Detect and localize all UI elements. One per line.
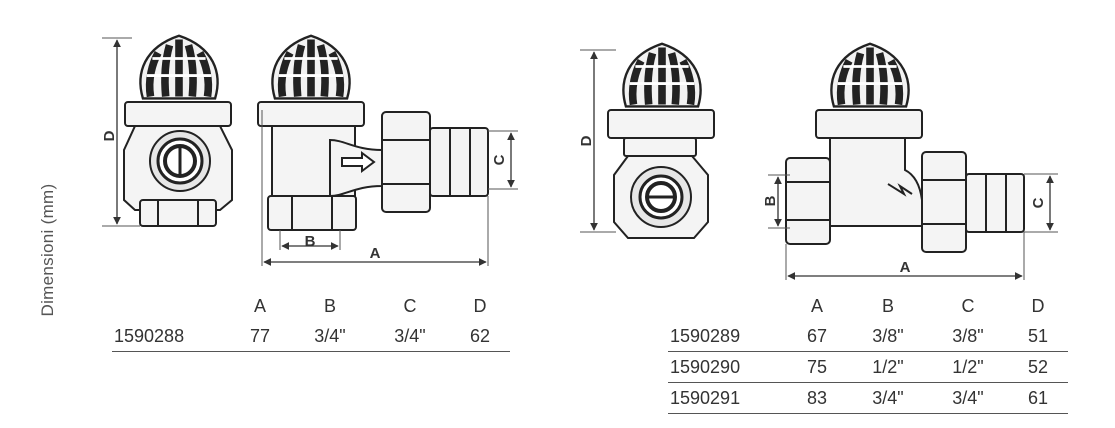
table-header-row: A B C D [112, 292, 510, 321]
table-cell: 3/4" [290, 321, 370, 352]
table-cell: 61 [1008, 382, 1068, 414]
table-cell: 83 [786, 382, 848, 414]
valve-front-view-2 [607, 44, 715, 239]
product-code: 1590288 [112, 321, 230, 352]
dimensions-table-left: A B C D 1590288 77 3/4" 3/4" 62 [112, 292, 510, 352]
header-cell: A [810, 296, 823, 316]
dimension-c-label-right: C [1030, 197, 1047, 208]
header-cell: A [253, 296, 266, 316]
valve-side-view-1 [257, 36, 489, 231]
table-row: 1590291 83 3/4" 3/4" 61 [668, 382, 1068, 414]
product-code: 1590291 [668, 382, 786, 414]
table-cell: 51 [1008, 321, 1068, 352]
dimension-b-right: B [762, 174, 790, 229]
table-cell: 1/2" [928, 351, 1008, 383]
table-cell: 1/2" [848, 351, 928, 383]
table-cell: 67 [786, 321, 848, 352]
table-cell: 77 [230, 321, 290, 352]
dimension-d-left: D [101, 37, 140, 227]
dimension-c-left: C [488, 130, 518, 190]
side-label-text: Dimensioni (mm) [38, 183, 57, 317]
dimension-a-label-right: A [900, 259, 911, 276]
header-cell: D [1031, 296, 1045, 316]
table-cell: 52 [1008, 351, 1068, 383]
dimension-c-right: C [1024, 173, 1058, 233]
dimension-c-label-left: C [491, 154, 508, 165]
dimensions-table-right: A B C D 1590289 67 3/8" 3/8" 51 1590290 … [668, 292, 1068, 414]
table-cell: 75 [786, 351, 848, 383]
table-cell: 3/4" [848, 382, 928, 414]
table-row: 1590289 67 3/8" 3/8" 51 [668, 321, 1068, 352]
valve-side-view-2 [785, 44, 1025, 253]
product-code: 1590289 [668, 321, 786, 352]
table-row: 1590288 77 3/4" 3/4" 62 [112, 321, 510, 352]
header-cell: D [473, 296, 487, 316]
table-cell: 3/8" [928, 321, 1008, 352]
table-row: 1590290 75 1/2" 1/2" 52 [668, 351, 1068, 383]
table-cell: 3/8" [848, 321, 928, 352]
table-cell: 3/4" [928, 382, 1008, 414]
header-cell: C [961, 296, 975, 316]
dimension-a-left: A [261, 110, 489, 266]
header-cell [668, 292, 786, 321]
product-code: 1590290 [668, 351, 786, 383]
table-header-row: A B C D [668, 292, 1068, 321]
table-cell: 62 [450, 321, 510, 352]
dimension-a-right: A [785, 232, 1025, 280]
valve-front-view-1 [123, 36, 233, 227]
dimension-d-label-right: D [578, 135, 595, 146]
side-label: Dimensioni (mm) [28, 170, 68, 330]
header-cell: B [881, 296, 894, 316]
header-cell: B [323, 296, 336, 316]
dimension-b-label-right: B [762, 195, 779, 206]
table-cell: 3/4" [370, 321, 450, 352]
dimension-b-left: B [279, 230, 341, 250]
header-cell [112, 292, 230, 321]
header-cell: C [403, 296, 417, 316]
dimension-a-label-left: A [370, 245, 381, 262]
dimension-d-right: D [578, 49, 616, 233]
dimension-d-label-left: D [101, 130, 118, 141]
dimension-b-label-left: B [305, 233, 316, 250]
